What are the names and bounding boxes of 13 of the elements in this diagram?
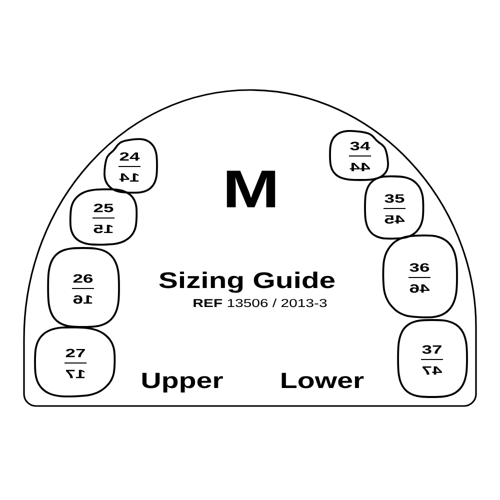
lower-label: Lower (282, 372, 364, 388)
tooth-outline: 26 16 (47, 247, 120, 328)
tooth-outline: 24 14 (104, 138, 158, 194)
tooth-outline: 25 15 (69, 188, 138, 246)
size-letter: M (226, 170, 276, 208)
tooth-outline: 27 17 (34, 326, 116, 398)
tooth-outline: 36 46 (382, 234, 458, 318)
upper-label: Upper (142, 372, 223, 393)
tooth-outline: 37 47 (397, 319, 468, 398)
reference-number: REF 13506 / 2013-3 (194, 298, 327, 308)
tooth-outline: 34 44 (329, 130, 389, 181)
guide-title: Sizing Guide (159, 272, 335, 293)
tooth-outline: 35 45 (364, 175, 424, 240)
